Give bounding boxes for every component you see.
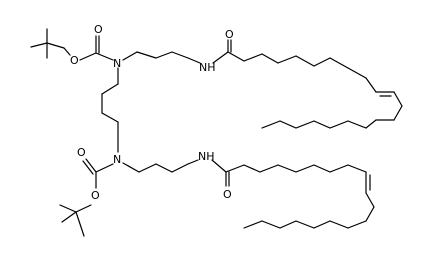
bond xyxy=(243,220,263,229)
bond xyxy=(295,164,315,173)
bond xyxy=(295,220,315,229)
bond xyxy=(261,220,281,229)
atom-labels: O O N NH O N O O NH O xyxy=(70,23,234,202)
bond xyxy=(61,211,77,223)
atom-o-amide-bottom: O xyxy=(223,188,232,201)
bond xyxy=(212,51,229,64)
bond xyxy=(138,163,157,173)
bond xyxy=(313,120,331,129)
bond xyxy=(393,105,403,121)
bond xyxy=(155,163,173,173)
bond xyxy=(82,160,94,175)
bond xyxy=(122,162,140,173)
bond xyxy=(279,120,297,129)
bond xyxy=(95,52,114,61)
bond xyxy=(136,51,157,59)
bond xyxy=(347,164,367,173)
bond xyxy=(171,163,189,173)
bond xyxy=(101,83,119,95)
bond xyxy=(313,164,331,173)
atom-o-ester-bottom: O xyxy=(91,189,100,202)
bond xyxy=(365,206,375,222)
bond xyxy=(30,42,48,48)
bond xyxy=(243,164,261,173)
bond xyxy=(365,77,377,93)
bond xyxy=(122,51,138,61)
top-boc-group xyxy=(30,28,114,61)
atom-nh-bottom: NH xyxy=(198,150,215,163)
bond xyxy=(295,55,315,67)
bond xyxy=(227,51,245,62)
bond xyxy=(365,192,375,208)
bond xyxy=(295,120,315,129)
bond xyxy=(347,220,367,229)
bond xyxy=(277,55,297,64)
atom-nh-top: NH xyxy=(199,61,216,74)
bond xyxy=(46,42,65,49)
bottom-propyl-linker xyxy=(122,159,199,173)
bond xyxy=(63,47,71,56)
bond xyxy=(75,204,92,213)
bond xyxy=(225,164,245,173)
bottom-oleoyl-chain xyxy=(211,159,375,229)
atom-n-bottom: N xyxy=(113,153,121,166)
atom-o-amide-top: O xyxy=(225,28,234,41)
bond xyxy=(211,159,227,173)
bond xyxy=(393,91,403,107)
bond xyxy=(329,164,349,173)
bottom-boc-group xyxy=(59,158,114,237)
bond xyxy=(329,120,349,129)
bond xyxy=(171,51,189,59)
bond xyxy=(59,204,77,213)
bond xyxy=(79,52,97,61)
bond xyxy=(277,164,297,173)
bond xyxy=(279,220,297,229)
bond xyxy=(187,57,201,64)
top-propyl-linker xyxy=(122,51,201,64)
butyl-linker xyxy=(101,67,119,153)
bond xyxy=(243,53,263,62)
bond xyxy=(347,120,367,129)
bond xyxy=(347,67,367,79)
atom-o-carbonyl-top: O xyxy=(94,23,103,36)
top-oleoyl-chain xyxy=(212,39,403,129)
bond xyxy=(75,211,85,237)
bond xyxy=(313,220,331,229)
bond xyxy=(155,51,173,59)
bond xyxy=(313,57,331,67)
bond xyxy=(95,163,114,173)
bond xyxy=(261,120,281,129)
bond xyxy=(85,158,97,173)
bond xyxy=(261,53,279,64)
bond xyxy=(187,159,199,165)
bond xyxy=(259,164,279,173)
atom-o-carbonyl-bottom: O xyxy=(77,146,86,159)
bond xyxy=(101,112,119,123)
bond xyxy=(365,119,377,129)
bond xyxy=(329,220,349,229)
atom-o-ester-top: O xyxy=(70,54,79,67)
atom-n-top: N xyxy=(113,57,121,70)
bond xyxy=(329,57,349,69)
